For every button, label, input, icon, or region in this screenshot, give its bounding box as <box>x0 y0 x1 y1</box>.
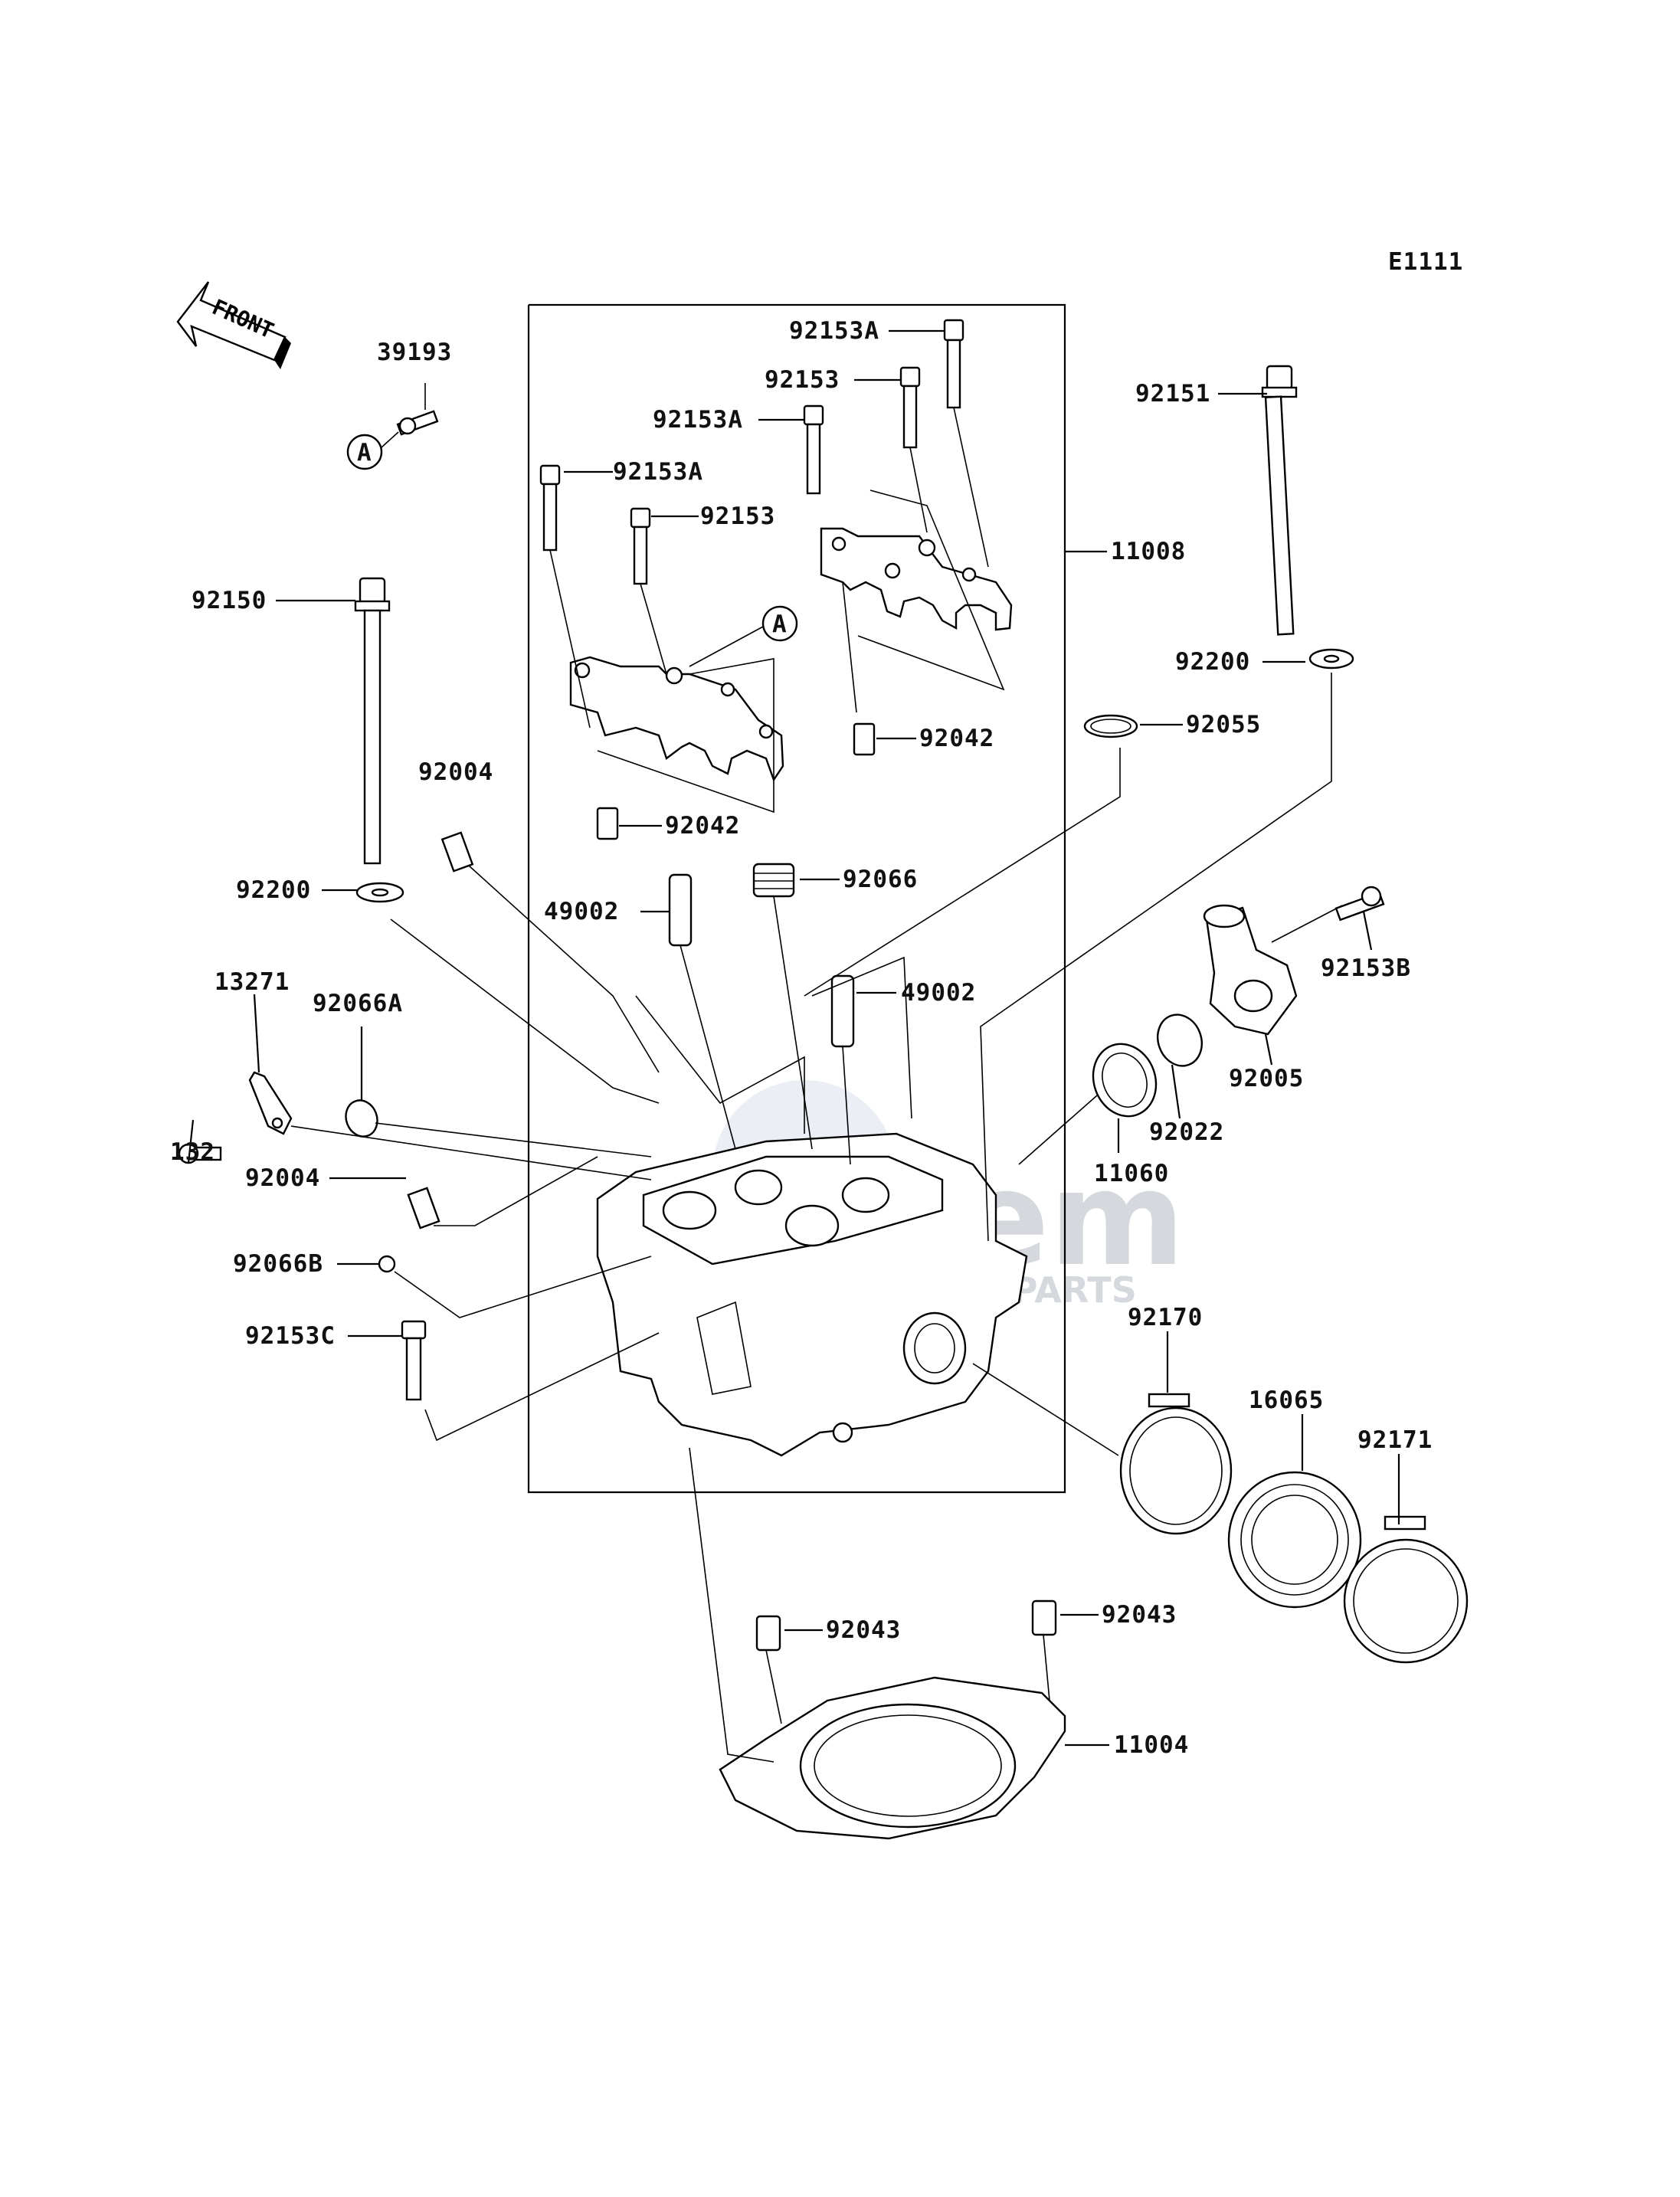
label-92153-1: 92153 <box>765 366 840 394</box>
seal-11060 <box>1092 1043 1158 1118</box>
label-92043-2: 92043 <box>1102 1601 1177 1629</box>
camshaft-cap-right <box>803 319 1013 756</box>
assembly-bracket-11008 <box>527 303 1107 1494</box>
valve-guide-49002-left <box>668 873 693 947</box>
label-92043-1: 92043 <box>826 1616 901 1644</box>
diagram-code: E1111 <box>1388 248 1463 276</box>
label-92153A-3: 92153A <box>613 458 703 486</box>
label-92153B: 92153B <box>1321 954 1411 982</box>
label-92055: 92055 <box>1186 711 1261 738</box>
bolt-92153C <box>401 1320 427 1401</box>
part-labels: 39193 92153A 92153 92153A 92153A 92153 1… <box>170 317 1433 1759</box>
label-92004-2: 92004 <box>245 1164 320 1192</box>
label-92171: 92171 <box>1357 1426 1433 1454</box>
intake-boot-16065 <box>1227 1471 1362 1609</box>
label-92153-2: 92153 <box>700 503 775 530</box>
label-92042-2: 92042 <box>665 812 740 840</box>
label-92066: 92066 <box>843 866 918 893</box>
ref-marker-a-top: A <box>346 434 383 470</box>
label-49002-2: 49002 <box>901 979 976 1007</box>
label-92200-1: 92200 <box>1175 648 1250 676</box>
clamp-92170 <box>1119 1393 1233 1535</box>
label-92042-1: 92042 <box>919 725 994 752</box>
stud-bolt-92150 <box>354 577 404 903</box>
label-92170: 92170 <box>1128 1304 1203 1331</box>
label-49002-1: 49002 <box>544 898 619 925</box>
label-16065: 16065 <box>1249 1387 1324 1414</box>
dowel-92043-right <box>1031 1599 1057 1636</box>
camshaft-cap-left <box>539 464 784 840</box>
water-fitting-92005 <box>1203 904 1298 1036</box>
label-92153A-2: 92153A <box>653 406 743 434</box>
label-11004: 11004 <box>1114 1731 1189 1759</box>
leader-lines <box>187 329 1400 1763</box>
cylinder-head <box>596 1132 1028 1457</box>
front-arrow-icon: FRONT <box>176 281 291 369</box>
stud-92004-top <box>440 831 474 873</box>
label-11008: 11008 <box>1111 538 1186 565</box>
svg-text:A: A <box>357 439 372 467</box>
label-92005: 92005 <box>1229 1065 1304 1092</box>
label-92153C: 92153C <box>245 1322 336 1350</box>
o-ring-92022 <box>1157 1013 1203 1067</box>
stud-bolt-92151 <box>1261 365 1354 670</box>
label-92022: 92022 <box>1149 1118 1224 1146</box>
label-13271: 13271 <box>215 968 290 996</box>
clamp-92171 <box>1343 1515 1469 1664</box>
label-92004-1: 92004 <box>418 758 493 786</box>
svg-text:A: A <box>772 611 788 638</box>
label-39193: 39193 <box>377 339 452 366</box>
ref-marker-a-cap: A <box>689 605 798 667</box>
bolt-92153B <box>1335 886 1385 922</box>
label-92150: 92150 <box>192 587 267 614</box>
head-gasket-11004 <box>719 1676 1066 1840</box>
label-92066A: 92066A <box>313 990 403 1017</box>
label-92151: 92151 <box>1135 380 1210 408</box>
gasket-92066A <box>345 1099 378 1138</box>
label-92153A-1: 92153A <box>789 317 879 345</box>
label-92066B: 92066B <box>233 1250 323 1278</box>
label-132: 132 <box>170 1138 215 1166</box>
plug-92066 <box>752 863 795 898</box>
bracket-13271 <box>248 1071 293 1135</box>
stud-92004-bottom <box>407 1187 440 1229</box>
label-11060: 11060 <box>1094 1160 1169 1187</box>
bolt-39193 <box>381 383 439 448</box>
label-92200-2: 92200 <box>236 876 311 904</box>
bolt-132 <box>178 1143 222 1164</box>
dowel-92043-left <box>755 1615 781 1652</box>
plug-92066B <box>378 1255 396 1273</box>
